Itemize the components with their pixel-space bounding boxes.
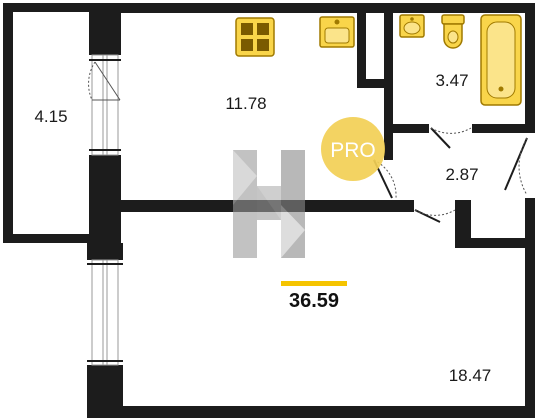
- hall-wall-horizontal: [455, 238, 535, 248]
- living-room-area: 18.47: [449, 366, 492, 385]
- hallway-area: 2.87: [445, 165, 478, 184]
- balcony-wall-top: [3, 3, 89, 12]
- kitchen-sink-icon: [319, 16, 355, 48]
- balcony-area: 4.15: [34, 107, 67, 126]
- total-area: 36.59: [289, 290, 339, 312]
- pro-badge-text: PRO: [330, 139, 376, 162]
- door-living: [414, 209, 456, 223]
- window-balcony-kitchen: [89, 54, 121, 156]
- stove-icon: [235, 17, 275, 57]
- shaft-wall-left: [357, 3, 366, 87]
- window-living-left: [87, 259, 123, 366]
- door-bathroom: [430, 127, 472, 149]
- door-balcony: [88, 61, 121, 101]
- bathroom-sink-icon: [399, 14, 425, 38]
- right-wall-upper: [525, 3, 535, 133]
- right-wall-lower: [525, 198, 535, 418]
- bath-wall-bottom-left: [384, 124, 429, 133]
- kitchen-bath-wall: [384, 3, 393, 133]
- kitchen-area: 11.78: [225, 94, 266, 113]
- balcony-wall-bottom: [3, 234, 113, 243]
- bath-wall-bottom-right: [472, 124, 535, 133]
- windows: [87, 54, 123, 366]
- shaft-wall-bottom: [357, 79, 391, 88]
- pro-badge: PRO: [321, 117, 385, 181]
- bathtub-icon: [480, 14, 522, 106]
- bathroom-area: 3.47: [435, 71, 468, 90]
- top-wall: [89, 3, 535, 13]
- hall-wall-vertical: [455, 200, 471, 248]
- hall-wall-bottom-left: [384, 200, 414, 212]
- living-wall-left-upper: [87, 243, 123, 260]
- balcony-wall-left: [3, 3, 13, 243]
- total-area-accent-bar: [281, 281, 347, 286]
- bottom-wall: [87, 406, 535, 418]
- toilet-icon: [441, 14, 465, 49]
- hall-wall-left: [384, 124, 393, 160]
- walls: [3, 3, 535, 418]
- watermark-logo-icon: [233, 150, 305, 258]
- door-entrance: [504, 137, 528, 196]
- pro-badge-circle: [321, 117, 385, 181]
